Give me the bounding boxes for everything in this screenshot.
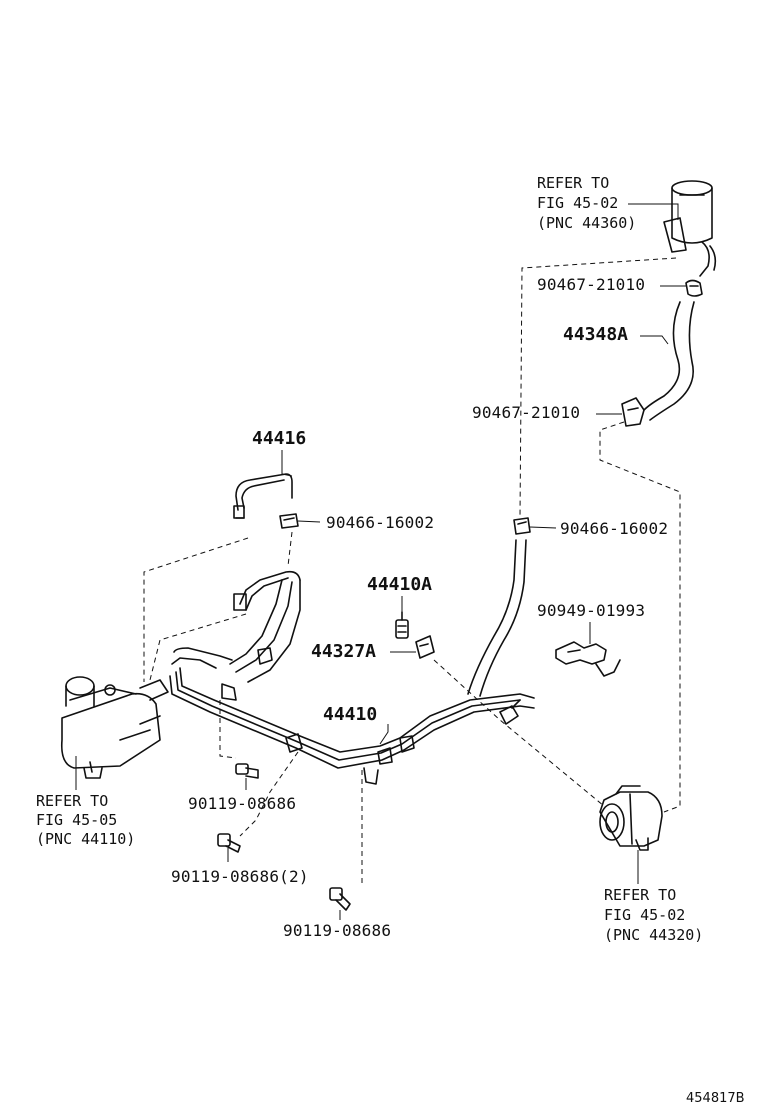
bolt-90119-c: [329, 887, 351, 911]
steering-gear-assembly: [60, 676, 169, 779]
return-hose-44348a: [643, 301, 695, 421]
label-clip-left: 90466-16002: [326, 513, 435, 532]
clamp-90949: [555, 641, 621, 677]
gear-ref-line3: (PNC 44110): [36, 830, 136, 848]
reservoir-ref-line3: (PNC 44360): [537, 214, 637, 232]
bolt-90119-a: [235, 763, 259, 779]
label-hose-44348a: 44348A: [563, 324, 629, 345]
pump-ref-line1: REFER TO: [604, 886, 677, 904]
gear-ref-line1: REFER TO: [36, 792, 109, 810]
union-bolt-44410a: [395, 611, 409, 639]
reservoir-tank: [663, 180, 717, 277]
power-steering-pump: [599, 785, 663, 851]
label-bolt-c: 90119-08686: [283, 921, 392, 940]
return-hose-long: [467, 539, 527, 697]
bolt-90119-b: [217, 833, 241, 853]
label-clamp-lower: 90467-21010: [472, 403, 581, 422]
hose-clip-left: [279, 513, 299, 529]
hose-clip-right: [513, 517, 531, 535]
label-bolt-b: 90119-08686(2): [171, 867, 309, 886]
label-clamp-90949: 90949-01993: [537, 601, 646, 620]
label-clip-right: 90466-16002: [560, 519, 669, 538]
figure-id: 454817B: [686, 1091, 745, 1106]
gear-ref-line2: FIG 45-05: [36, 811, 118, 829]
label-gasket-44327a: 44327A: [311, 641, 377, 662]
reservoir-ref-line1: REFER TO: [537, 174, 610, 192]
gasket-44327a: [415, 635, 435, 659]
pressure-tube-middle: [229, 570, 301, 683]
pressure-tube-44416: [233, 473, 293, 519]
label-tube-44416: 44416: [252, 428, 307, 449]
label-bolt-44410a: 44410A: [367, 574, 433, 595]
label-tube-44410: 44410: [323, 704, 378, 725]
pump-ref-line2: FIG 45-02: [604, 906, 686, 924]
label-bolt-a: 90119-08686: [188, 794, 297, 813]
label-clamp-upper: 90467-21010: [537, 275, 646, 294]
pressure-hose-fitting: [499, 699, 521, 725]
hose-clamp-lower: [621, 397, 645, 427]
hose-clamp-upper: [685, 279, 703, 297]
reservoir-ref-line2: FIG 45-02: [537, 194, 619, 212]
pump-ref-line3: (PNC 44320): [604, 926, 704, 944]
